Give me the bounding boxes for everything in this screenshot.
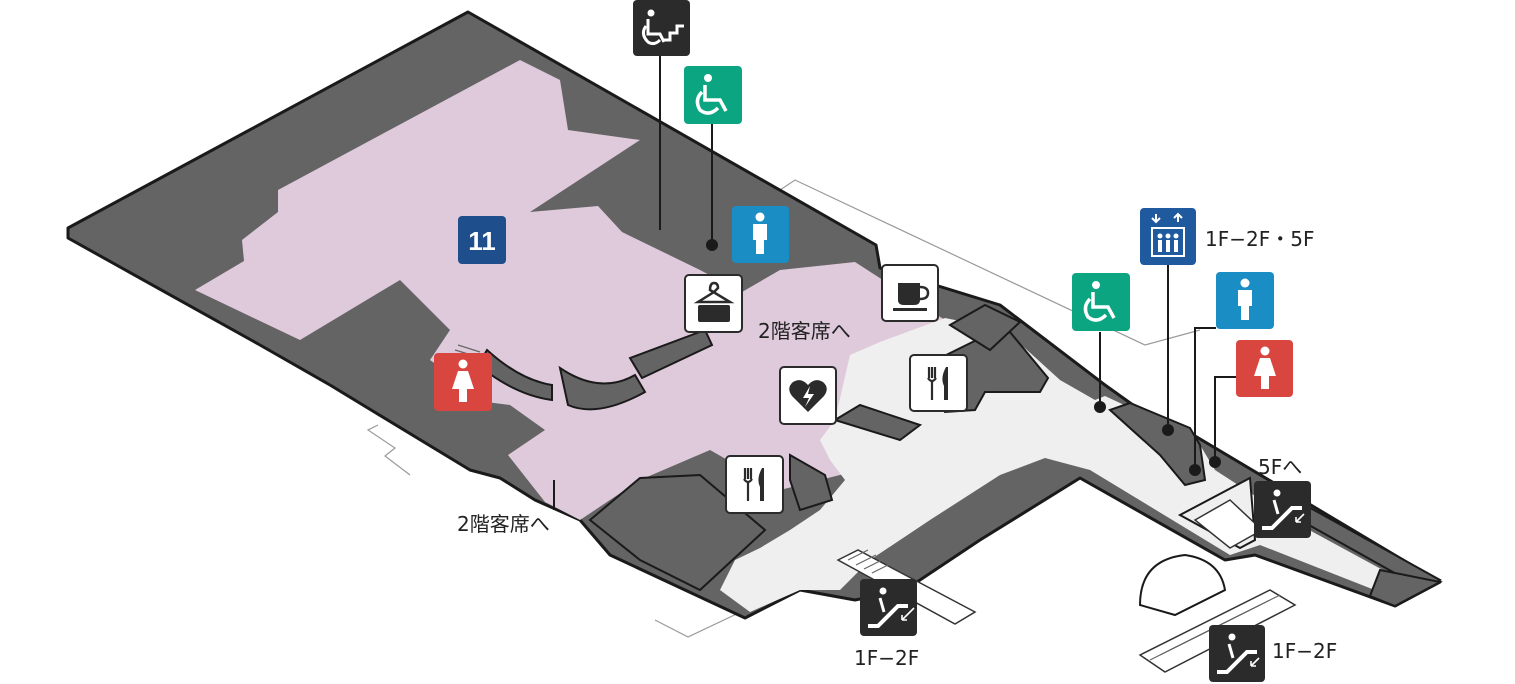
escalator-icon[interactable] [1209, 625, 1265, 682]
room-number-text: 11 [468, 226, 496, 256]
escalator-5f-label: 5Fへ [1258, 455, 1302, 479]
escalator-center-floors-label: 1F−2F [854, 646, 919, 670]
stairs-label-upper: 2階客席へ [758, 319, 851, 343]
cloakroom-icon[interactable] [684, 274, 743, 333]
elevator-icon[interactable] [1140, 208, 1196, 265]
escalator-icon[interactable] [1254, 481, 1311, 538]
wheelchair-toilet-icon[interactable] [684, 66, 742, 124]
cafe-icon[interactable] [881, 264, 939, 322]
escalator-right-floors-label: 1F−2F [1272, 639, 1337, 663]
upper-level-outline [366, 179, 1201, 638]
elevator-floors-label: 1F−2F・5F [1205, 227, 1314, 251]
restaurant-icon[interactable] [909, 354, 968, 412]
hall-floor [195, 60, 948, 520]
womens-toilet-icon[interactable] [434, 353, 492, 411]
escalator-icon[interactable] [860, 579, 917, 636]
accessible-stairs-icon[interactable] [633, 0, 690, 56]
stairs-label-lower: 2階客席へ [457, 512, 550, 536]
room-number-badge: 11 [458, 216, 506, 264]
wheelchair-toilet-icon[interactable] [1072, 273, 1130, 331]
mens-toilet-icon[interactable] [732, 206, 789, 263]
location-dots [706, 239, 1221, 476]
mens-toilet-icon[interactable] [1216, 272, 1274, 329]
restaurant-icon[interactable] [725, 455, 784, 514]
aed-icon[interactable] [779, 366, 837, 425]
pointer-lines [553, 56, 1236, 510]
womens-toilet-icon[interactable] [1236, 340, 1293, 397]
